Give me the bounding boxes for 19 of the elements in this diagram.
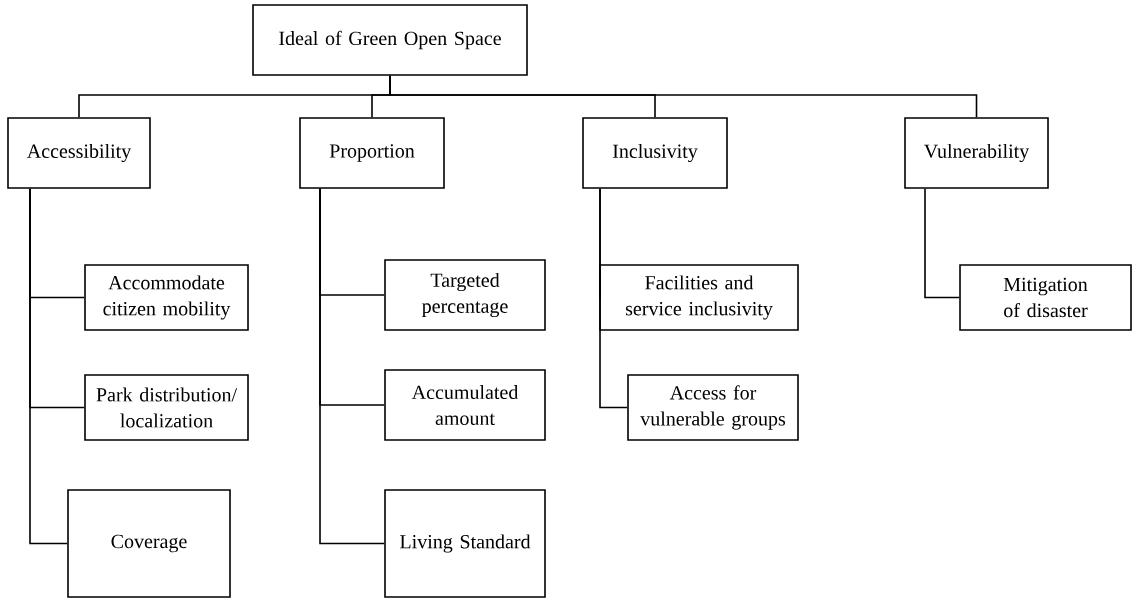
item-box: Access for vulnerable groups — [627, 374, 799, 441]
item-box: Coverage — [67, 489, 231, 598]
connector-line — [924, 188, 960, 299]
category-box: Inclusivity — [582, 117, 728, 189]
connector-line — [599, 188, 628, 409]
connector-line — [319, 188, 385, 545]
item-box: Targeted percentage — [384, 259, 546, 331]
category-box: Vulnerability — [904, 117, 1049, 189]
title-box: Ideal of Green Open Space — [252, 4, 528, 76]
connector-line — [29, 188, 68, 545]
item-box: Facilities and service inclusivity — [599, 264, 799, 331]
item-box: Accommodate citizen mobility — [84, 264, 249, 331]
item-box: Living Standard — [384, 489, 546, 598]
category-box: Accessibility — [7, 117, 151, 189]
item-box: Accumulated amount — [384, 369, 546, 441]
item-box: Park distribution/ localization — [84, 374, 249, 441]
item-box: Mitigation of disaster — [959, 264, 1132, 331]
category-box: Proportion — [299, 117, 445, 189]
connector-line — [389, 75, 978, 118]
